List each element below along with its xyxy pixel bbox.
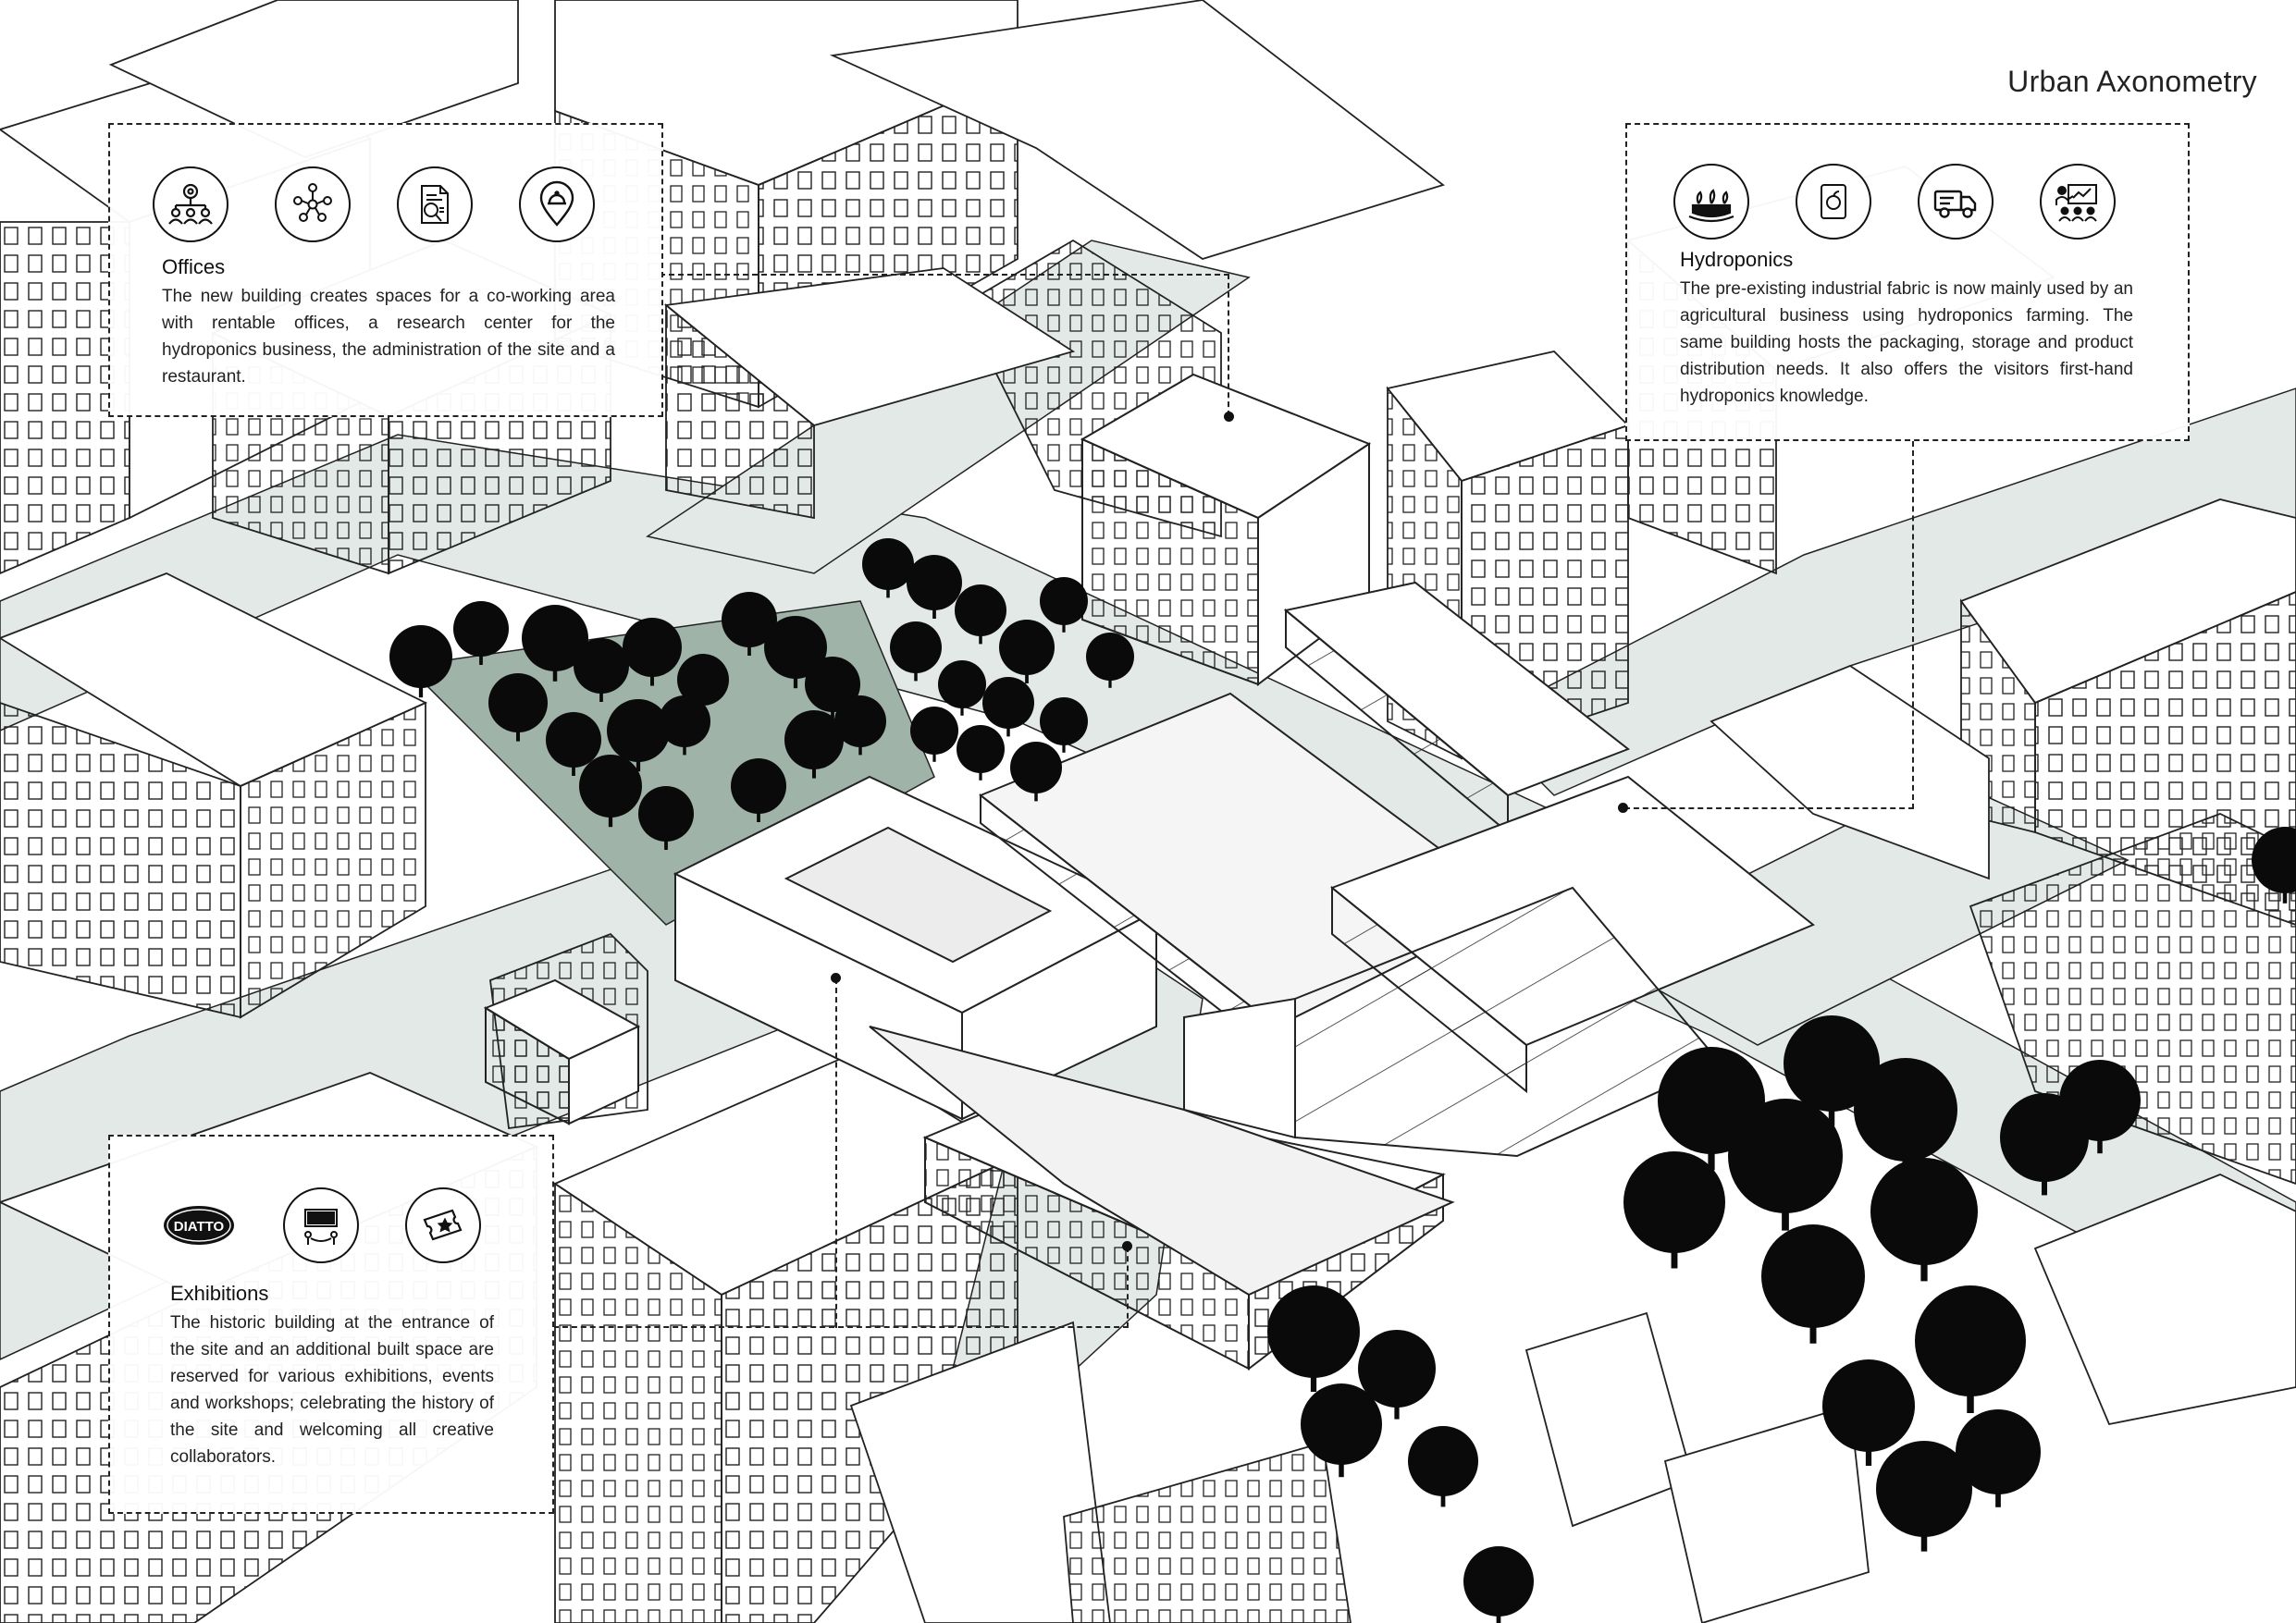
tree-canopy [579,755,642,818]
research-document-icon [397,166,473,242]
tree-canopy [834,695,886,747]
exhibition-screen-icon [283,1187,359,1263]
tree-canopy [805,657,860,712]
delivery-truck-icon [1918,164,1994,240]
tree-canopy [638,786,694,842]
tree-canopy [2252,827,2296,893]
historic-building [869,1026,1455,1371]
tree-canopy [1784,1015,1880,1112]
tree-canopy [982,677,1034,729]
tree-canopy [607,699,670,762]
hydroponics-heading: Hydroponics [1680,248,1794,271]
trees-layer [389,538,2296,1623]
tree-canopy [784,710,844,769]
offices-leader-vertical [1228,274,1229,416]
offices-leader-horizontal [660,274,1229,276]
exhibitions-icon-row: DIATTO [161,1187,481,1263]
hydroponic-tray-icon [1673,164,1749,240]
tree-canopy [1010,742,1062,793]
tree-canopy [1408,1426,1478,1496]
restaurant-location-icon [519,166,595,242]
offices-icon-row [153,166,595,242]
svg-text:DIATTO: DIATTO [174,1219,225,1235]
tree-canopy [1956,1409,2041,1494]
tree-canopy [764,616,827,679]
tree-canopy [677,654,729,706]
hydroponics-marker [1618,803,1628,813]
exhibitions-leader-b [1127,1247,1129,1328]
tree-canopy [623,618,682,677]
tree-canopy [862,538,914,590]
hydroponics-sheds [979,581,1815,1158]
diatto-logo-icon: DIATTO [161,1187,237,1263]
exhibitions-leader-a [835,978,837,1328]
tree-canopy [1267,1285,1360,1378]
tree-canopy [1040,697,1088,745]
hydroponics-icon-row [1673,164,2116,240]
office-building [1080,373,1372,686]
tree-canopy [907,555,962,610]
tree-canopy [999,620,1055,675]
offices-heading: Offices [162,255,226,278]
tree-canopy [1086,633,1134,681]
tree-canopy [910,707,958,755]
presentation-audience-icon [2040,164,2116,240]
tree-canopy [890,621,942,673]
exhibitions-leader-horizontal [553,1326,1129,1328]
event-ticket-icon [405,1187,481,1263]
tree-canopy [938,660,986,708]
page-title: Urban Axonometry [2007,65,2257,98]
hydroponics-leader-vertical [1912,441,1914,809]
offices-description: The new building creates spaces for a co… [162,287,615,387]
exhibitions-description: The historic building at the entrance of… [170,1313,494,1467]
tree-canopy [546,712,601,768]
tree-canopy [2059,1060,2141,1141]
small-building [483,978,641,1125]
tree-canopy [1358,1330,1436,1408]
tree-canopy [1876,1441,1972,1537]
hydroponics-description: The pre-existing industrial fabric is no… [1680,279,2133,406]
exhibitions-heading: Exhibitions [170,1282,269,1305]
tree-canopy [1463,1546,1534,1617]
tree-canopy [1040,577,1088,625]
exhibitions-marker-a [831,973,841,983]
tree-canopy [1623,1151,1725,1253]
exhibitions-marker-b [1122,1241,1132,1251]
tree-canopy [1728,1099,1843,1213]
tree-canopy [722,592,777,647]
network-people-icon [275,166,351,242]
coworking-team-icon [153,166,228,242]
tree-canopy [488,673,548,732]
tree-canopy [453,601,509,657]
offices-panel: Offices The new building creates spaces … [108,123,663,417]
tree-canopy [1301,1383,1382,1465]
tree-canopy [389,625,452,688]
hydroponics-panel: Hydroponics The pre-existing industrial … [1625,123,2190,441]
tree-canopy [1822,1359,1915,1452]
exhibitions-panel: DIATTO Exhibitions The historic building… [108,1135,554,1514]
tree-canopy [1761,1224,1865,1328]
tree-canopy [1870,1158,1978,1265]
offices-marker [1224,412,1234,422]
tree-canopy [957,725,1005,773]
tree-canopy [955,584,1006,636]
hydroponics-leader-horizontal [1624,807,1914,809]
tree-canopy [1915,1285,2026,1396]
tree-canopy [574,638,629,694]
produce-package-icon [1796,164,1871,240]
tree-canopy [659,695,710,747]
tree-canopy [522,605,588,671]
tree-canopy [731,758,786,814]
tree-canopy [1854,1058,1957,1162]
